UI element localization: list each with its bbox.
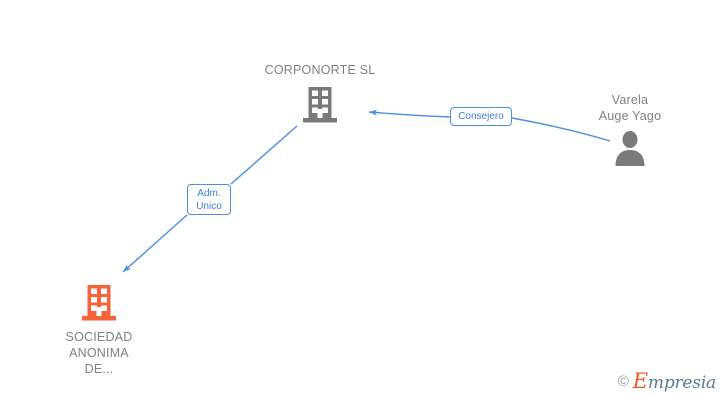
node-sociedad-anonima[interactable]: SOCIEDAD ANONIMA DE... (34, 282, 164, 377)
person-icon[interactable] (610, 130, 650, 166)
edge-adm-unico-upper-segment (230, 125, 298, 185)
node-varela-label: Varela Auge Yago (598, 93, 662, 123)
node-corponorte[interactable]: CORPONORTE SL (255, 62, 385, 126)
edge-label-consejero[interactable]: Consejero (450, 107, 512, 126)
brand-initial: E (632, 369, 648, 393)
edge-adm-unico-lower-segment (122, 214, 188, 273)
empresia-watermark: © Empresia (618, 371, 716, 392)
copyright-icon: © (617, 373, 629, 390)
edge-label-adm-unico[interactable]: Adm. Unico (187, 184, 231, 215)
node-corponorte-label: CORPONORTE SL (264, 63, 376, 77)
brand-rest: mpresia (647, 373, 716, 393)
node-varela-auge-yago[interactable]: Varela Auge Yago (565, 92, 695, 166)
building-icon[interactable] (299, 84, 341, 126)
edge-consejero-right-segment (511, 117, 611, 142)
brand-wordmark: Empresia (633, 371, 716, 392)
node-sociedad-label: SOCIEDAD ANONIMA DE... (65, 330, 133, 376)
building-icon[interactable] (78, 282, 120, 324)
edge-consejero-left-segment (368, 109, 451, 118)
